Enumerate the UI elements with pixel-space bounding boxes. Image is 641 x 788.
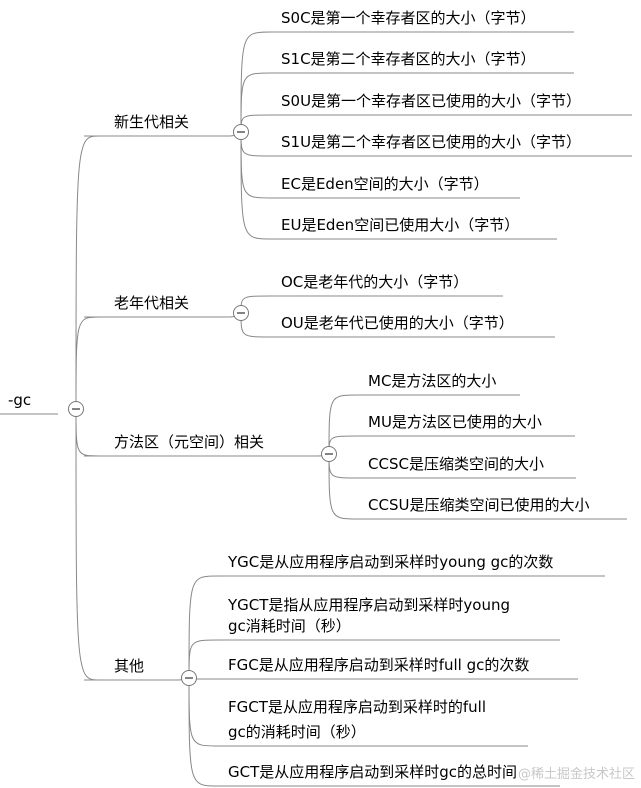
- connector-meta-child-0: [328, 394, 368, 455]
- root-label: -gc: [8, 391, 31, 409]
- other-child-2: FGC是从应用程序启动到采样时full gc的次数: [228, 656, 529, 674]
- collapse-toggle-other[interactable]: [181, 670, 197, 686]
- connector-meta-child-3: [328, 453, 368, 520]
- watermark: @稀土掘金技术社区: [517, 767, 635, 782]
- branch-label-old: 老年代相关: [114, 294, 189, 312]
- connector-root-old: [75, 316, 101, 410]
- young-child-3: S1U是第二个幸存者区已使用的大小（字节）: [281, 133, 581, 151]
- connector-young-child-0: [240, 31, 281, 133]
- connector-root-other: [75, 408, 101, 681]
- collapse-toggle-young[interactable]: [233, 124, 249, 140]
- connector-other-child-1: [188, 639, 228, 679]
- old-child-1: OU是老年代已使用的大小（字节）: [281, 314, 514, 332]
- young-child-1: S1C是第二个幸存者区的大小（字节）: [281, 50, 536, 68]
- connector-young-child-5: [240, 131, 281, 240]
- young-child-0: S0C是第一个幸存者区的大小（字节）: [281, 9, 536, 27]
- collapse-toggle-old[interactable]: [233, 305, 249, 321]
- connector-other-child-0: [188, 575, 228, 679]
- young-child-4: EC是Eden空间的大小（字节）: [281, 175, 489, 193]
- meta-child-3: CCSU是压缩类空间已使用的大小: [368, 496, 589, 514]
- connector-other-child-4: [188, 677, 228, 787]
- branch-label-meta: 方法区（元空间）相关: [114, 433, 264, 451]
- other-child-0: YGC是从应用程序启动到采样时young gc的次数: [227, 553, 553, 571]
- young-child-5: EU是Eden空间已使用大小（字节）: [281, 216, 519, 234]
- connector-young-child-4: [240, 131, 281, 199]
- meta-child-0: MC是方法区的大小: [368, 372, 496, 390]
- young-child-2: S0U是第一个幸存者区已使用的大小（字节）: [281, 92, 581, 110]
- branch-label-other: 其他: [114, 657, 144, 675]
- branch-label-young: 新生代相关: [114, 113, 189, 131]
- meta-child-1: MU是方法区已使用的大小: [368, 413, 542, 431]
- connector-other-child-3: [188, 677, 228, 747]
- connector-young-child-1: [240, 72, 281, 133]
- collapse-toggle-meta[interactable]: [321, 446, 337, 462]
- connector-root-young: [75, 135, 101, 410]
- old-child-0: OC是老年代的大小（字节）: [281, 273, 468, 291]
- root-collapse-toggle[interactable]: [68, 401, 84, 417]
- meta-child-2: CCSC是压缩类空间的大小: [368, 455, 544, 473]
- other-child-4: GCT是从应用程序启动到采样时gc的总时间: [228, 763, 517, 781]
